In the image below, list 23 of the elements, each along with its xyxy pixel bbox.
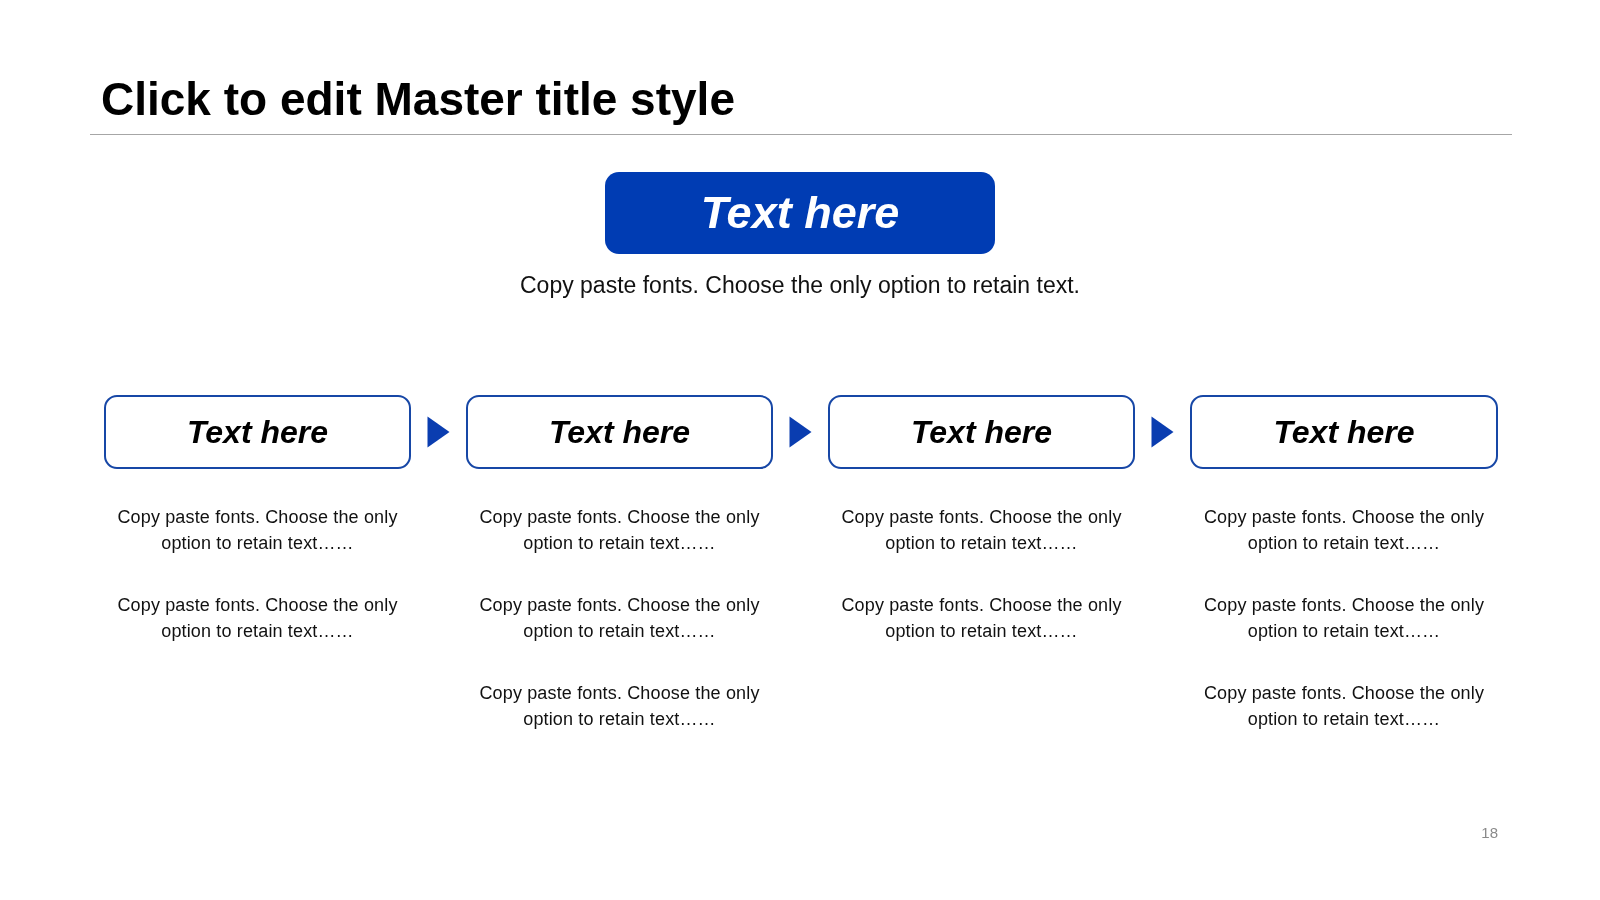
slide-title: Click to edit Master title style <box>101 73 735 125</box>
caption-text: Copy paste fonts. Choose the only option to retain text. <box>519 271 1081 299</box>
page-number: 18 <box>1481 824 1498 842</box>
process-box <box>1190 395 1498 469</box>
process-box <box>466 395 773 469</box>
box-title: Text here <box>186 413 329 451</box>
description-text: Copy paste fonts. Choose the only option to retain text…… <box>116 594 399 643</box>
box-title: Text here <box>700 187 900 239</box>
description-text: Copy paste fonts. Choose the only option to retain text…… <box>1202 594 1486 643</box>
description-text: Copy paste fonts. Choose the only option to retain text…… <box>478 506 761 555</box>
box-title: Text here <box>548 413 691 451</box>
description-text: Copy paste fonts. Choose the only option to retain text…… <box>1202 682 1486 731</box>
description-text: Copy paste fonts. Choose the only option to retain text…… <box>478 682 761 731</box>
description-text: Copy paste fonts. Choose the only option to retain text…… <box>840 506 1123 555</box>
description-text: Copy paste fonts. Choose the only option to retain text…… <box>1202 506 1486 555</box>
process-box <box>104 395 411 469</box>
heading-box <box>605 172 995 254</box>
description-text: Copy paste fonts. Choose the only option to retain text…… <box>478 594 761 643</box>
box-title: Text here <box>910 413 1053 451</box>
process-box <box>828 395 1135 469</box>
description-text: Copy paste fonts. Choose the only option to retain text…… <box>840 594 1123 643</box>
description-text: Copy paste fonts. Choose the only option to retain text…… <box>116 506 399 555</box>
box-title: Text here <box>1273 413 1415 451</box>
